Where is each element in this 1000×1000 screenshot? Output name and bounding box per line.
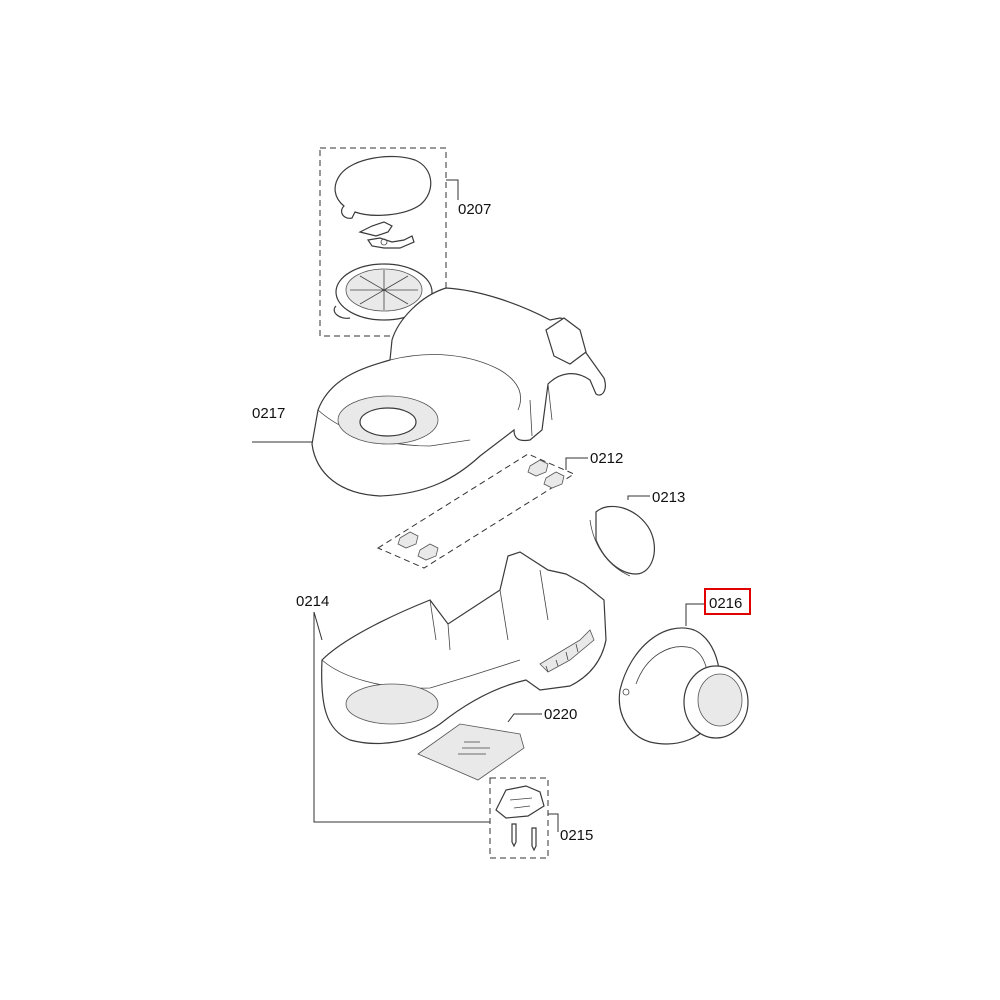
leader-0214-tip	[313, 611, 323, 641]
latch-part	[358, 221, 393, 237]
leader-0214-vertical	[313, 612, 490, 823]
label-plate-marks	[458, 741, 490, 755]
part-0220-group: 0220	[417, 706, 577, 781]
screw-1	[511, 823, 517, 848]
base-housing-grille	[539, 629, 595, 673]
leader-0207	[446, 179, 459, 200]
ring-band-edge	[589, 519, 631, 577]
label-0214: 0214	[296, 593, 329, 610]
top-cover-neck	[545, 317, 587, 365]
leader-0212	[565, 457, 588, 470]
highlight-box-0216	[704, 588, 751, 615]
lid-disc	[334, 155, 432, 219]
ring-band	[595, 505, 655, 575]
leader-0220	[507, 713, 542, 723]
group-box-0207	[319, 147, 447, 337]
screw-2	[531, 827, 537, 852]
label-0213: 0213	[652, 489, 685, 506]
motor-mount-screw	[622, 688, 630, 696]
top-cover-edge	[389, 354, 521, 411]
part-0207-group: 0207	[319, 147, 491, 337]
lid-ring-ribs	[350, 270, 418, 310]
bracket	[495, 785, 545, 819]
label-plate	[417, 723, 525, 781]
leader-0215	[548, 813, 559, 832]
part-0216-group: 0216	[618, 588, 751, 745]
label-0216: 0216	[709, 595, 742, 612]
group-box-0215	[489, 777, 549, 859]
label-0217: 0217	[252, 405, 285, 422]
part-0213-group: 0213	[589, 489, 685, 577]
foot-pad-3	[397, 531, 419, 549]
leader-0213	[627, 495, 650, 500]
label-0207: 0207	[458, 201, 491, 218]
base-housing-grille-slots	[545, 643, 579, 673]
part-0214-group: 0214	[296, 551, 607, 823]
latch-pin	[380, 238, 388, 246]
leader-0216	[685, 603, 706, 626]
group-box-0212	[376, 453, 576, 569]
foot-pad-2	[543, 471, 565, 489]
base-housing-rim	[321, 659, 521, 689]
label-0220: 0220	[544, 706, 577, 723]
base-housing-ribs	[429, 569, 549, 651]
part-0217-group: 0217	[252, 287, 606, 497]
label-0215: 0215	[560, 827, 593, 844]
top-cover-hole	[359, 407, 417, 437]
motor-cap-face	[697, 673, 743, 727]
top-cover-legs	[529, 383, 553, 437]
foot-pad-4	[417, 543, 439, 561]
part-0212-group: 0212	[376, 450, 623, 569]
part-0215-group: 0215	[489, 777, 593, 859]
lid-ring-tab	[333, 305, 351, 319]
base-housing-opening	[345, 683, 439, 725]
bracket-detail	[509, 797, 533, 809]
label-0212: 0212	[590, 450, 623, 467]
latch-spring	[366, 235, 415, 249]
foot-pad-1	[527, 459, 549, 477]
